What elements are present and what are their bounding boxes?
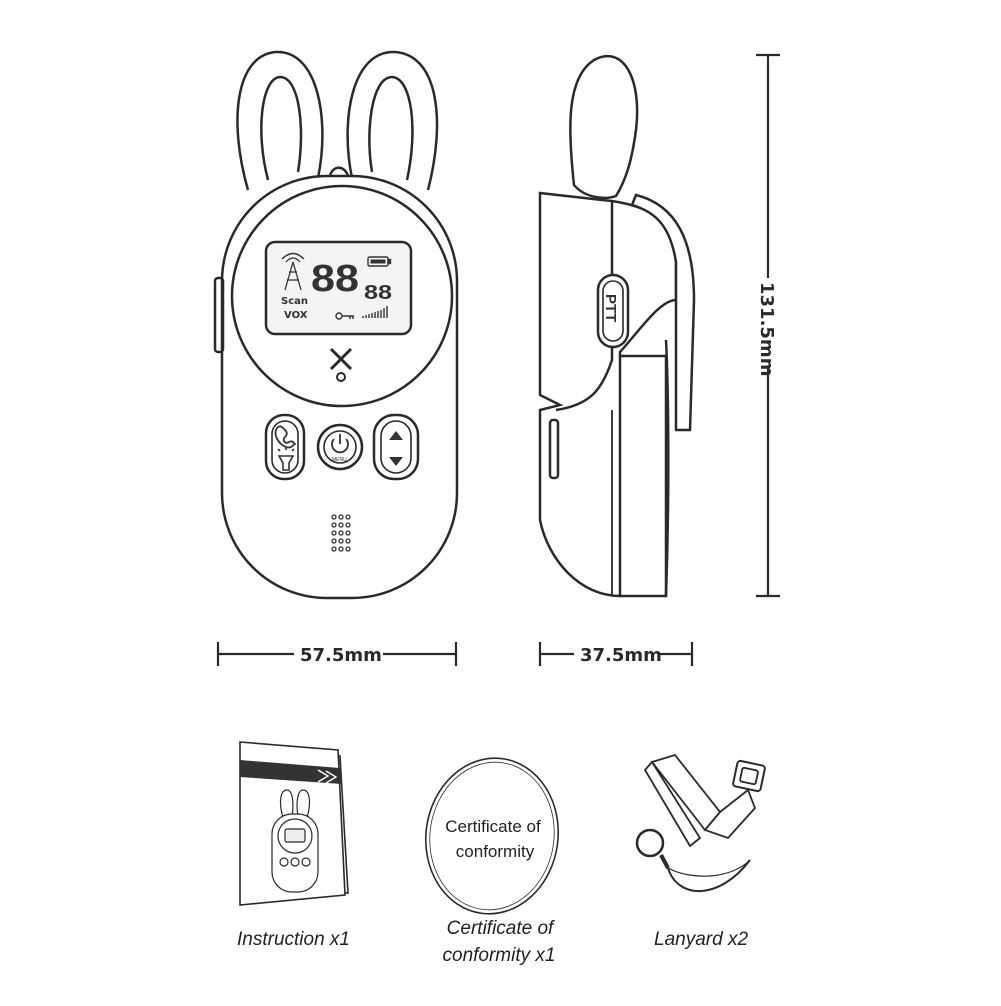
grille-hole [345, 546, 351, 552]
right-ear-inner [368, 75, 414, 181]
lcd-small-digits: 88 [364, 282, 392, 304]
speaker-grille-icon [331, 514, 351, 552]
side-front-curve [555, 200, 614, 412]
grille-hole [331, 530, 337, 536]
battery-icon [367, 256, 392, 267]
phone-icon [274, 425, 297, 449]
certificate-line-2: conformity [456, 842, 535, 861]
side-button-left [213, 276, 225, 354]
grille-hole [331, 522, 337, 528]
grille-hole [338, 522, 344, 528]
certificate-line-1: Certificate of [445, 817, 541, 836]
face-circle [230, 184, 454, 408]
grille-hole [331, 514, 337, 520]
up-down-button[interactable] [372, 413, 420, 481]
antenna-icon [281, 252, 305, 291]
grille-hole [338, 546, 344, 552]
lcd-screen [264, 240, 413, 336]
grille-hole [345, 538, 351, 544]
lanyard [635, 753, 766, 892]
width-dimension: 57.5mm [300, 645, 382, 666]
grille-hole [345, 530, 351, 536]
caption-instruction: Instruction x1 [237, 929, 350, 950]
menu-label: MENU [332, 457, 347, 463]
down-arrow-icon [389, 457, 403, 466]
lcd-contents: Scan VOX 88 88 [281, 252, 392, 321]
caption-lanyard: Lanyard x2 [654, 929, 748, 950]
manual-walkie-thumbnail [271, 789, 319, 893]
left-ear-inner [260, 75, 303, 181]
side-back-panel [620, 354, 668, 598]
dimension-lines [216, 53, 780, 666]
flashlight-icon [277, 447, 295, 471]
logo-x-icon [329, 347, 353, 382]
ptt-button[interactable] [596, 273, 630, 349]
caption-certificate-line-1: Certificate of [447, 918, 555, 939]
ptt-label: PTT [602, 294, 619, 322]
grille-hole [345, 522, 351, 528]
right-ear [346, 50, 439, 191]
caption-certificate-line-2: conformity x1 [443, 945, 556, 966]
up-arrow-icon [389, 431, 403, 440]
grille-hole [331, 538, 337, 544]
grille-hole [338, 530, 344, 536]
grille-hole [338, 514, 344, 520]
lcd-vox-label: VOX [284, 310, 308, 321]
lcd-big-digits: 88 [311, 258, 359, 300]
side-antenna [569, 54, 639, 200]
lcd-scan-label: Scan [281, 296, 308, 307]
grille-hole [338, 538, 344, 544]
signal-bars-icon [362, 306, 388, 318]
side-body [538, 191, 678, 598]
certificate-disc [424, 757, 560, 915]
key-icon [335, 312, 354, 320]
depth-dimension: 37.5mm [580, 645, 662, 666]
instruction-manual [239, 741, 349, 906]
side-view [538, 54, 696, 598]
power-icon [331, 434, 349, 454]
left-ear [236, 50, 324, 191]
top-clip [328, 166, 350, 177]
grille-hole [345, 514, 351, 520]
grille-hole [331, 546, 337, 552]
belt-clip [630, 193, 696, 432]
side-button [548, 418, 560, 480]
front-view [213, 50, 459, 600]
height-dimension: 131.5mm [756, 282, 777, 376]
